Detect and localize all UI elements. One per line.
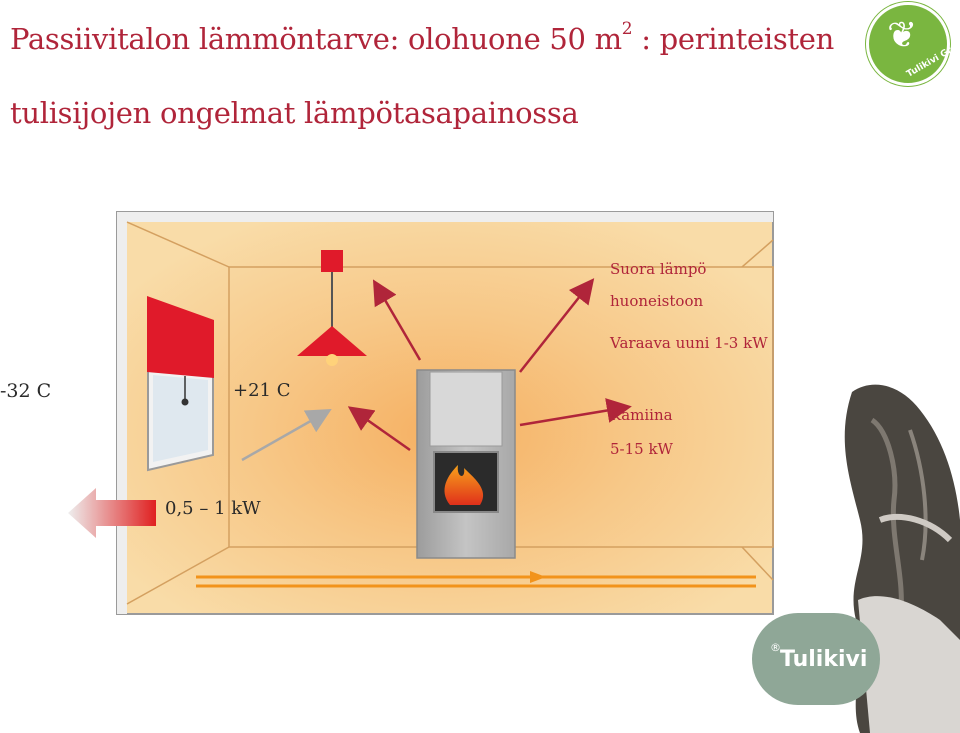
storage-stove-label: Varaava uuni 1-3 kW	[610, 334, 768, 352]
heat-loss-label: 0,5 – 1 kW	[165, 498, 261, 519]
registered-mark: ®	[770, 641, 781, 654]
tulikivi-logo: ® Tulikivi	[752, 613, 880, 705]
floor-heating	[196, 571, 756, 588]
title-superscript: 2	[621, 19, 633, 40]
stove-power-label: 5-15 kW	[610, 440, 673, 458]
direct-heat-label-1: Suora lämpö	[610, 260, 707, 278]
tulikivi-green-badge: ❦ Tulikivi Green	[866, 2, 960, 86]
title-line-1: Passiivitalon lämmöntarve: olohuone 50 m…	[10, 19, 835, 56]
stove-name-label: Kamiina	[610, 406, 673, 424]
leaf-icon: ❦	[887, 15, 918, 56]
heat-loss-arrow-icon	[68, 488, 156, 538]
direct-heat-label-2: huoneistoon	[610, 292, 704, 310]
inside-temp-label: +21 C	[233, 380, 291, 401]
title-main: Passiivitalon lämmöntarve: olohuone 50 m	[10, 22, 622, 56]
heat-arrows	[241, 278, 632, 462]
title-line-2: tulisijojen ongelmat lämpötasapainossa	[10, 96, 579, 130]
stove-icon	[416, 369, 516, 559]
outside-temp-label: -32 C	[0, 380, 52, 402]
title-rest: : perinteisten	[632, 22, 835, 56]
logo-text: Tulikivi	[780, 647, 868, 672]
ceiling-lamp-icon	[297, 250, 367, 366]
window	[147, 296, 214, 472]
